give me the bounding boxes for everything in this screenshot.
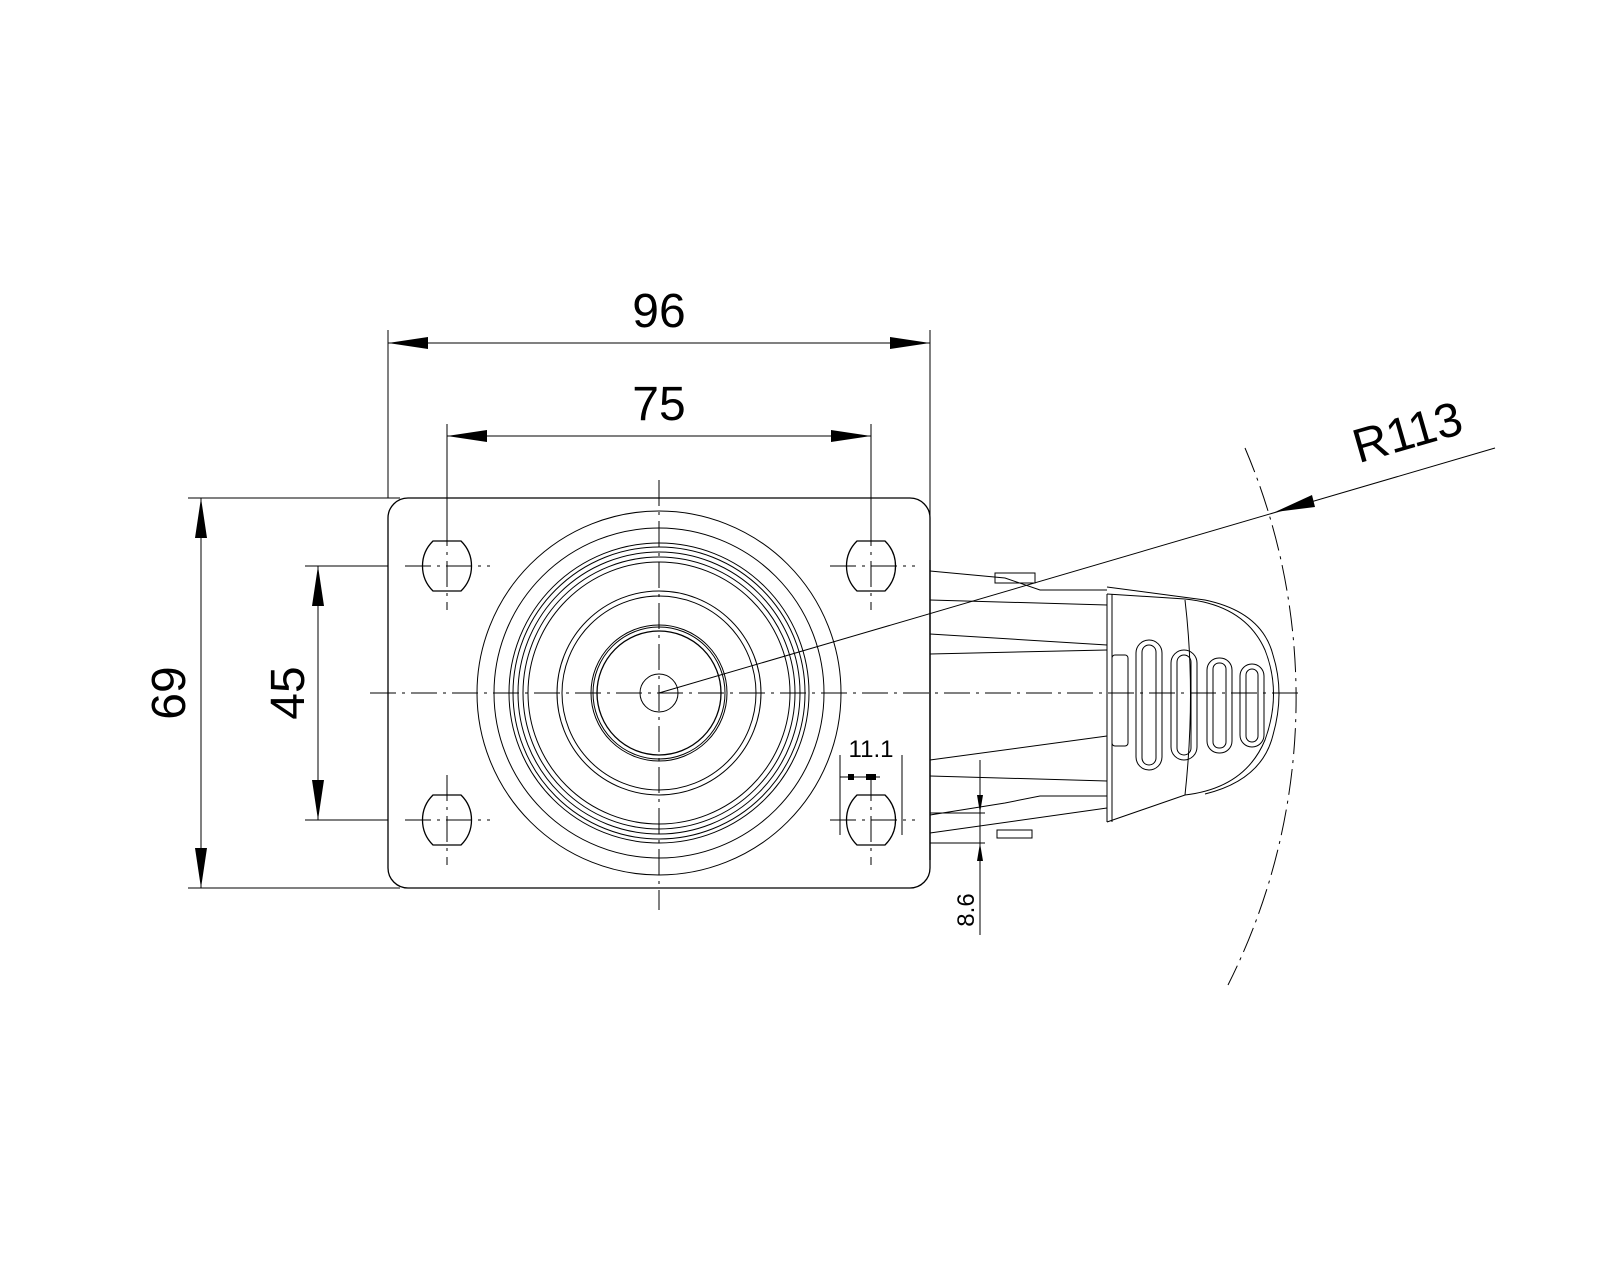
swivel-bearing (476, 510, 842, 876)
dim-label-45: 45 (262, 666, 315, 719)
dim-label-8-6: 8.6 (953, 893, 980, 926)
dimension-8-6 (930, 760, 985, 935)
brake-arm (929, 560, 1280, 860)
dimension-96 (387, 330, 931, 540)
dim-label-r113: R113 (1347, 392, 1468, 474)
dimension-11-1 (839, 755, 903, 835)
dim-label-75: 75 (632, 378, 685, 431)
dim-label-96: 96 (632, 285, 685, 338)
dim-label-69: 69 (143, 666, 196, 719)
dim-label-11-1: 11.1 (849, 736, 894, 763)
dimension-69 (188, 497, 400, 889)
dimension-75 (446, 424, 872, 520)
dimension-r113 (658, 447, 1496, 694)
dimension-45 (305, 565, 388, 821)
centerlines (370, 447, 1300, 986)
mounting-holes (421, 540, 897, 846)
